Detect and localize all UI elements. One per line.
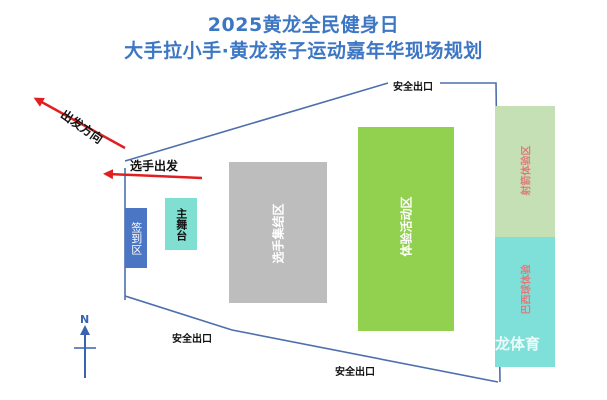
sports-experience-zone xyxy=(358,127,454,331)
departure-direction-arrow xyxy=(33,97,126,150)
safety-exit-bottom-left: 安全出口 xyxy=(172,334,212,345)
safety-exit-top: 安全出口 xyxy=(393,82,433,93)
player-gathering-label: 选手集结区 xyxy=(271,203,286,264)
main-stage-zone xyxy=(165,198,197,250)
watermark: 龙体育 xyxy=(495,335,541,353)
archery-experience-label: 巴西球体验 xyxy=(521,264,533,315)
archery-experience-zone xyxy=(495,237,555,367)
main-stage-label: 主舞台 xyxy=(174,207,188,241)
player-start-arrow xyxy=(103,169,203,180)
safety-exit-bottom: 安全出口 xyxy=(335,367,375,378)
shooting-experience-zone xyxy=(495,106,555,237)
checkin-zone xyxy=(125,208,147,268)
player-start-label: 选手出发 xyxy=(130,159,179,173)
north-label: N xyxy=(80,313,90,326)
title-line-1: 2025黄龙全民健身日 xyxy=(207,14,400,36)
sports-experience-label: 体验活动区 xyxy=(399,196,414,257)
checkin-zone-label: 签到区 xyxy=(129,221,143,255)
shooting-experience-label: 射箭体验区 xyxy=(521,145,533,196)
player-gathering-zone xyxy=(229,162,327,303)
title-line-2: 大手拉小手·黄龙亲子运动嘉年华现场规划 xyxy=(124,40,483,62)
